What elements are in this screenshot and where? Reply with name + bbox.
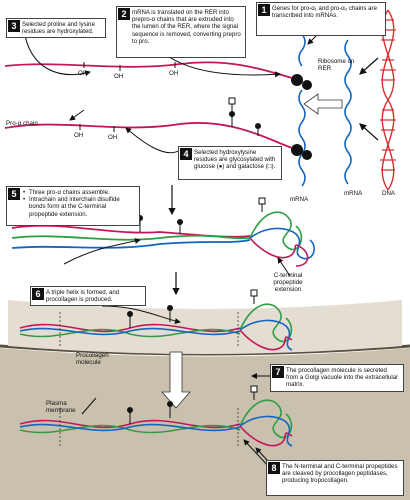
pro-alpha-chain-2 (4, 122, 293, 149)
step-8-text: The N-terminal and C-terminal propeptide… (282, 463, 398, 485)
mrna-strand-translating-lower (298, 89, 306, 187)
plasma-membrane-pointer (81, 397, 97, 415)
hydroxyl-marks-1 (83, 62, 176, 71)
transcription-arrows (359, 57, 379, 141)
step-5-number: 5 (8, 188, 20, 200)
pro-alpha-chain-1 (4, 61, 293, 79)
step-3-number: 3 (8, 20, 20, 32)
ribosome-label: Ribosome on RER (318, 58, 355, 72)
secretion-arrow (161, 351, 191, 409)
step-2-box: 2 mRNA is translated on the RER into pre… (116, 6, 246, 58)
step-6-box: 6 A triple helix is formed, and procolla… (30, 286, 146, 306)
step-1-box: 1 Genes for pro-α₁ and pro-α₂ chains are… (256, 2, 386, 36)
glycosylation-marks-2 (228, 97, 261, 136)
glycosylation-marks-4 (127, 289, 258, 328)
dna-label: DNA (382, 190, 396, 197)
big-arrow-to-ribosome (303, 93, 343, 115)
mrna-strand-free (344, 39, 352, 185)
c-terminal-loops-3 (239, 399, 293, 447)
step-8-box: 8 The N-terminal and C-terminal propepti… (266, 460, 404, 496)
step-2-number: 2 (118, 8, 130, 20)
step-7-text: The procollagen molecule is secreted fro… (286, 367, 399, 389)
step-5-item: Intrachain and interchain disulfide bond… (23, 196, 136, 218)
procollagen-label: Procollagen molecule (76, 352, 109, 366)
c-terminal-pointer (277, 257, 291, 277)
step-4-text: Selected hydroxylysine residues are glyc… (194, 149, 276, 171)
ribosome-icon (291, 74, 312, 160)
oh-label-2: OH (114, 73, 124, 80)
oh-label-5: OH (108, 134, 118, 141)
step-6-number: 6 (32, 288, 44, 300)
cleavage-lines-1 (59, 312, 239, 346)
step-1-number: 1 (258, 4, 270, 16)
step-3-box: 3 Selected proline and lysine residues a… (6, 18, 106, 38)
oh-label-1: OH (78, 70, 88, 77)
step-5-box: 5 Three pro-α chains assemble. Intrachai… (6, 186, 140, 226)
step-6-text: A triple helix is formed, and procollage… (46, 289, 120, 304)
step-1-text: Genes for pro-α₁ and pro-α₂ chains are t… (272, 5, 377, 20)
step-7-box: 7 The procollagen molecule is secreted f… (270, 364, 404, 392)
step-4-box: 4 Selected hydroxylysine residues are gl… (178, 146, 282, 180)
pro-chain-label: Pro-α chain (6, 120, 38, 127)
step-2-text: mRNA is translated on the RER into prepr… (132, 9, 241, 45)
glycosylation-marks-5 (127, 385, 258, 424)
oh-label-4: OH (74, 132, 84, 139)
step-5-list: Three pro-α chains assemble. Intrachain … (22, 189, 136, 218)
golgi-vacuole (8, 300, 402, 354)
step-7-number: 7 (272, 366, 284, 378)
oh-label-3: OH (169, 70, 179, 77)
mrna-label-1: mRNA (290, 196, 309, 203)
c-terminal-loops-1 (249, 211, 315, 267)
dna-helix (380, 9, 396, 191)
plasma-membrane-label: Plasma membrane (46, 400, 76, 414)
c-terminal-label: C-terminal propeptide extension (273, 272, 303, 293)
step-3-text: Selected proline and lysine residues are… (22, 21, 95, 36)
step-4-number: 4 (180, 148, 192, 160)
glycosylation-marks-3 (137, 197, 266, 234)
mrna-label-2: mRNA (344, 190, 363, 197)
hydroxyl-marks-2 (79, 124, 115, 132)
c-terminal-loops-2 (239, 303, 293, 351)
step-8-number: 8 (268, 462, 280, 474)
step-5-item: Three pro-α chains assemble. (23, 189, 136, 196)
